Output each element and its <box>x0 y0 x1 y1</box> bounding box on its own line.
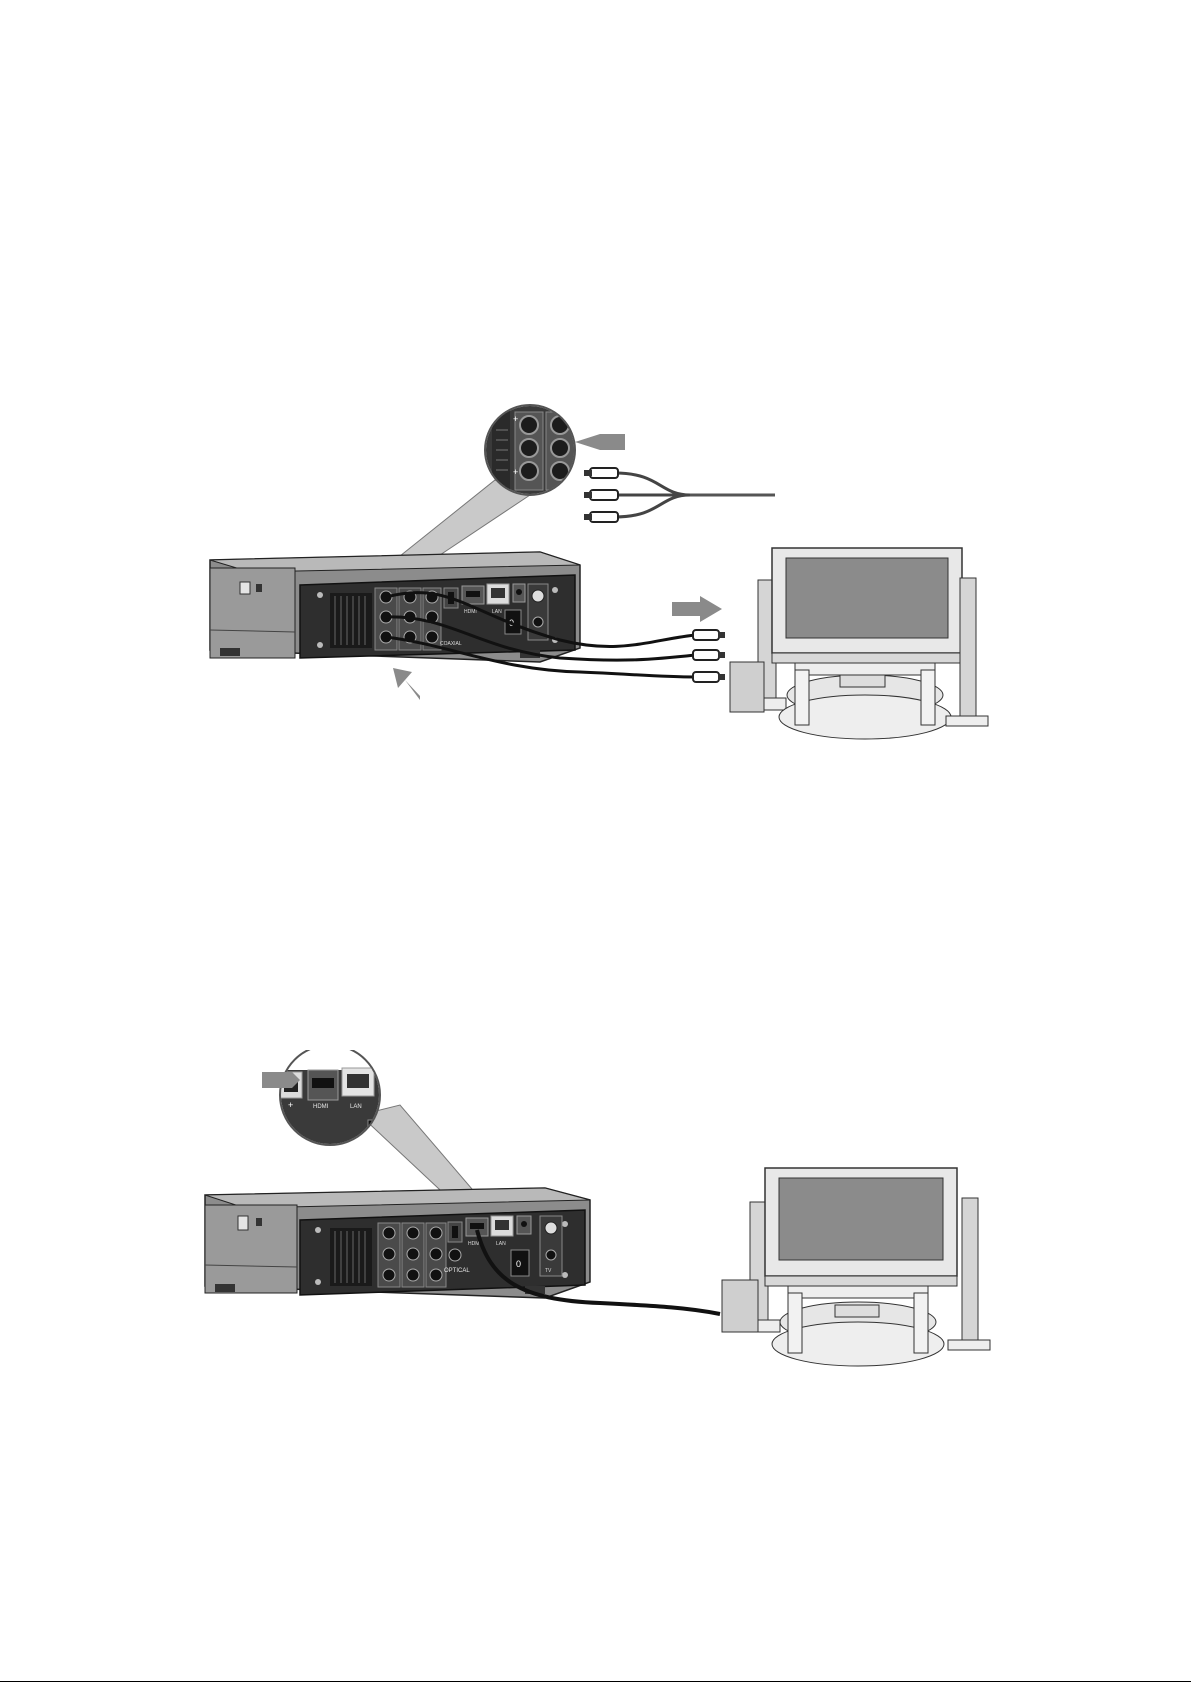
tv-home-theater <box>730 548 988 739</box>
rca-plug <box>693 672 725 682</box>
svg-text:+: + <box>513 467 518 477</box>
zoom-hdmi-label: HDMI <box>313 1104 329 1110</box>
media-player-device: COAXIAL HDMI LAN 0 <box>210 552 580 662</box>
lan-label: LAN <box>496 1241 506 1247</box>
svg-text:+: + <box>288 1100 293 1110</box>
coaxial-label: COAXIAL <box>440 641 462 647</box>
rca-plug <box>584 490 618 500</box>
zoom-lan-label: LAN <box>350 1104 362 1110</box>
svg-text:+: + <box>513 414 518 424</box>
hdmi-connection-illustration: HDMI LAN 0 + <box>0 1050 1191 1380</box>
vent-grille <box>330 1228 372 1286</box>
hdmi-connection-diagram: HDMI LAN 0 + <box>0 1050 1191 1380</box>
zoom-callout-av-jacks: + + <box>485 405 576 495</box>
usb-port-icon <box>240 582 250 594</box>
page-bottom-rule <box>0 1681 1191 1682</box>
arrow-right-icon <box>262 1072 300 1088</box>
optical-label: OPTICAL <box>444 1268 470 1274</box>
rca-plug <box>584 512 618 522</box>
rca-plug <box>693 630 725 640</box>
media-player-device: OPTICAL HDMI LAN 0 TV <box>205 1188 590 1298</box>
svg-text:0: 0 <box>516 1259 521 1269</box>
tv-label: TV <box>545 1268 552 1274</box>
vent-grille <box>330 593 372 648</box>
rca-plug <box>693 650 725 660</box>
rca-cable-loose <box>584 468 775 522</box>
rca-connection-diagram: + + <box>0 400 1191 760</box>
rca-plug <box>584 468 618 478</box>
rca-connection-illustration: + + <box>0 400 1191 760</box>
arrow-up-icon <box>393 668 420 700</box>
hdmi-label: HDMI <box>464 609 477 615</box>
zoom-callout-hdmi-lan: HDMI LAN 0 + <box>278 1050 388 1150</box>
tv-home-theater <box>722 1168 990 1366</box>
usb-port-icon <box>238 1216 248 1230</box>
arrow-left-icon <box>575 434 625 450</box>
arrow-right-icon <box>672 596 722 622</box>
lan-label: LAN <box>492 609 502 615</box>
